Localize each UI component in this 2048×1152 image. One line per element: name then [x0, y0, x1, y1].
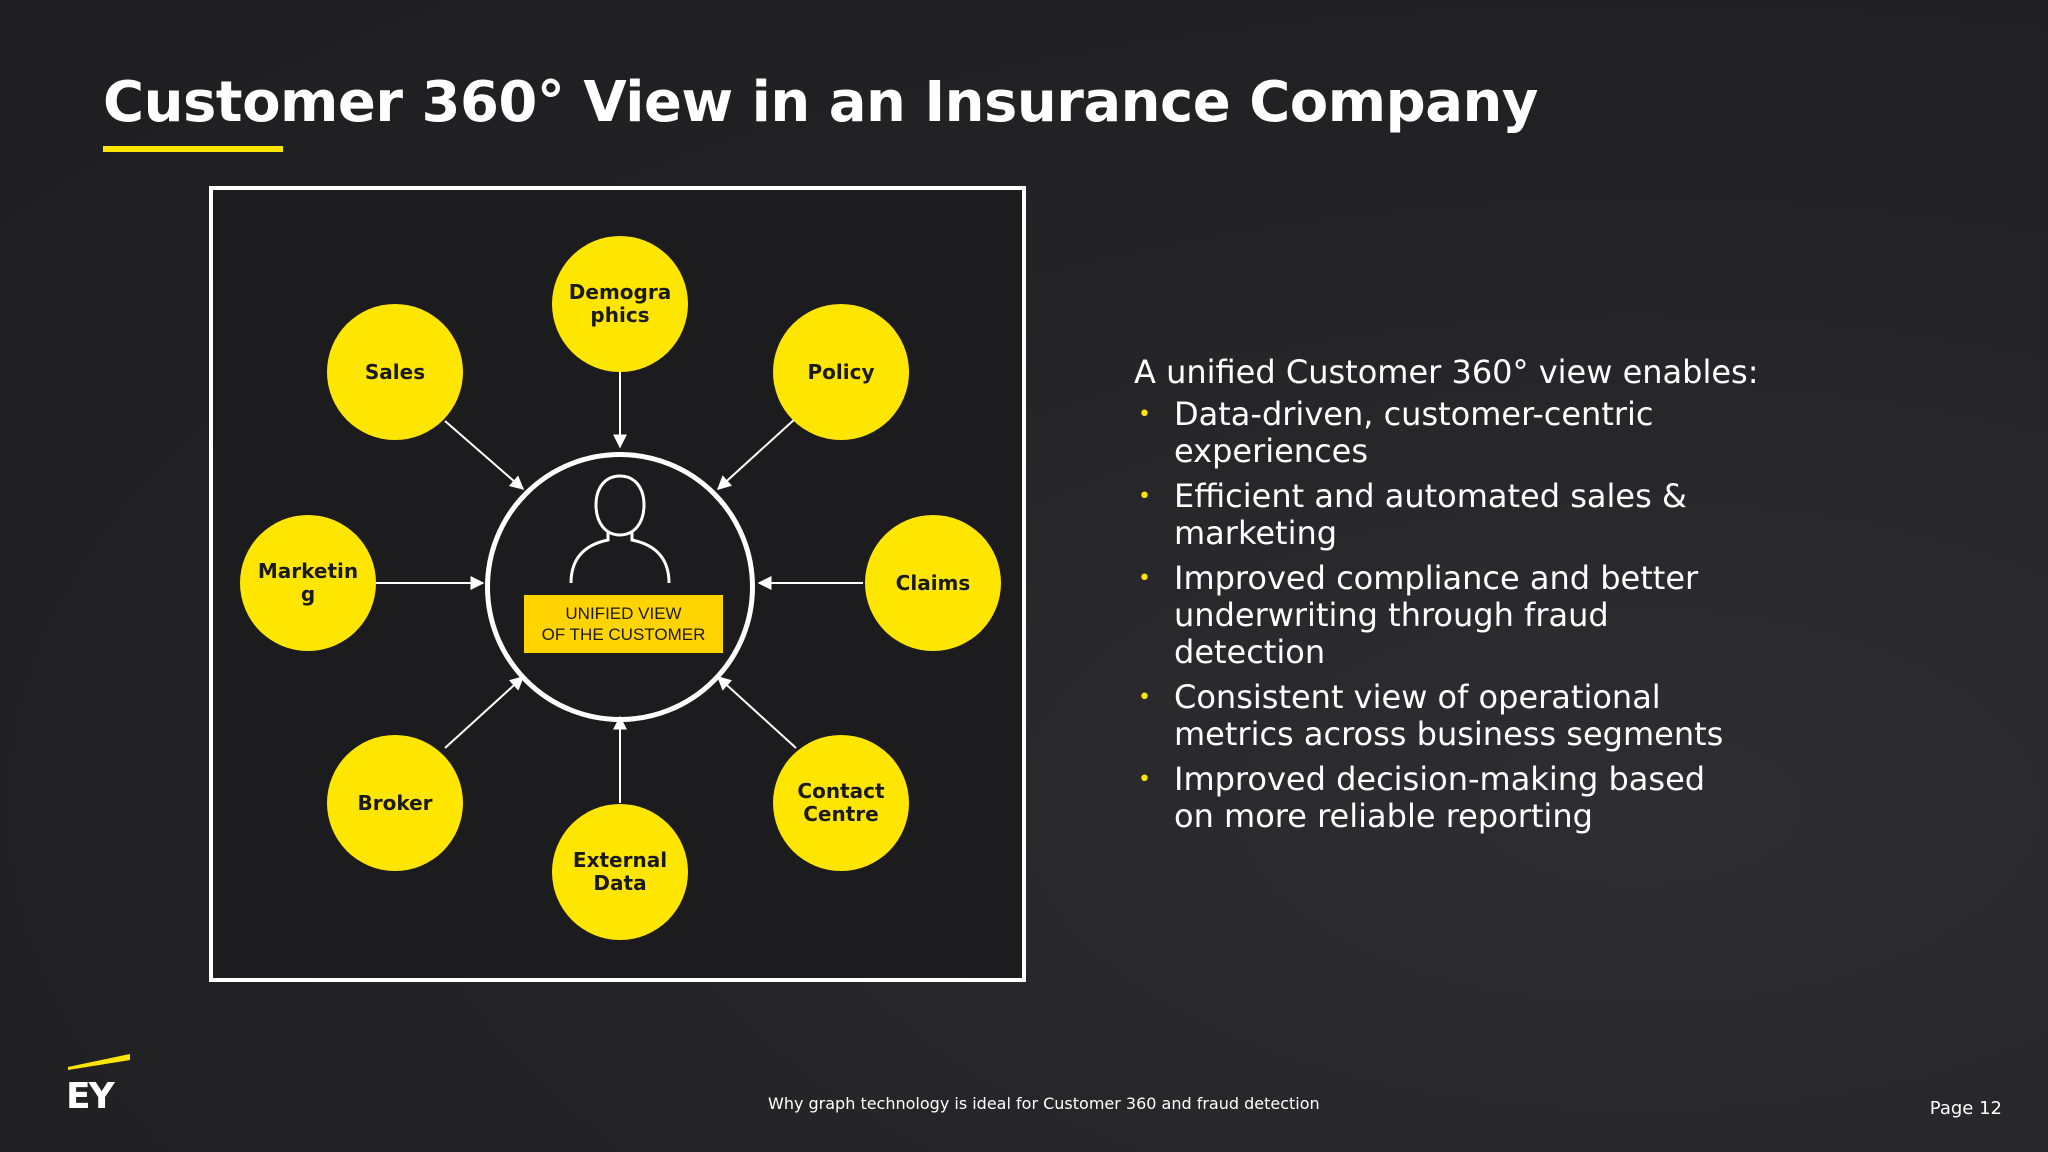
arrow-policy	[716, 417, 797, 490]
arrow-contact-centre	[716, 676, 797, 749]
bullet-dot-icon: •	[1138, 685, 1151, 710]
node-sales: Sales	[327, 304, 463, 440]
node-contact-centre: Contact Centre	[773, 735, 909, 871]
benefit-item: • Improved decision-making based on more …	[1134, 761, 1734, 835]
node-marketing: Marketin g	[240, 515, 376, 651]
benefits-panel: A unified Customer 360° view enables: • D…	[1134, 352, 1759, 843]
benefit-item: • Data-driven, customer-centric experienc…	[1134, 396, 1734, 470]
node-demographics: Demogra phics	[552, 236, 688, 372]
benefits-list: • Data-driven, customer-centric experienc…	[1134, 396, 1734, 835]
benefit-text: Improved decision-making based on more r…	[1174, 760, 1706, 835]
unified-view-circle	[485, 452, 755, 722]
arrow-broker	[444, 676, 525, 749]
bullet-dot-icon: •	[1138, 484, 1151, 509]
benefit-item: • Improved compliance and better underwri…	[1134, 560, 1734, 671]
customer-360-diagram: UNIFIED VIEW OF THE CUSTOMER Demogra phi…	[209, 186, 1026, 982]
bullet-dot-icon: •	[1138, 402, 1151, 427]
page-number: Page 12	[1929, 1098, 2002, 1119]
node-claims: Claims	[865, 515, 1001, 651]
benefit-text: Consistent view of operational metrics a…	[1174, 678, 1724, 753]
footer-text: Why graph technology is ideal for Custom…	[768, 1094, 1320, 1113]
bullet-dot-icon: •	[1138, 566, 1151, 591]
slide-title: Customer 360° View in an Insurance Compa…	[103, 70, 1538, 135]
node-external-data: External Data	[552, 804, 688, 940]
benefit-item: • Efficient and automated sales & marketi…	[1134, 478, 1734, 552]
benefit-text: Data-driven, customer-centric experience…	[1174, 395, 1654, 470]
ey-logo: EY	[66, 1054, 132, 1118]
logo-text: EY	[66, 1076, 115, 1117]
benefit-text: Efficient and automated sales & marketin…	[1174, 477, 1687, 552]
node-policy: Policy	[773, 304, 909, 440]
arrow-sales	[444, 420, 525, 490]
title-underline	[103, 146, 283, 152]
unified-view-label: UNIFIED VIEW OF THE CUSTOMER	[524, 595, 723, 653]
node-broker: Broker	[327, 735, 463, 871]
logo-slash-icon	[68, 1054, 130, 1070]
benefit-item: • Consistent view of operational metrics …	[1134, 679, 1734, 753]
bullet-dot-icon: •	[1138, 767, 1151, 792]
benefit-text: Improved compliance and better underwrit…	[1174, 559, 1699, 671]
benefits-intro: A unified Customer 360° view enables:	[1134, 353, 1759, 391]
